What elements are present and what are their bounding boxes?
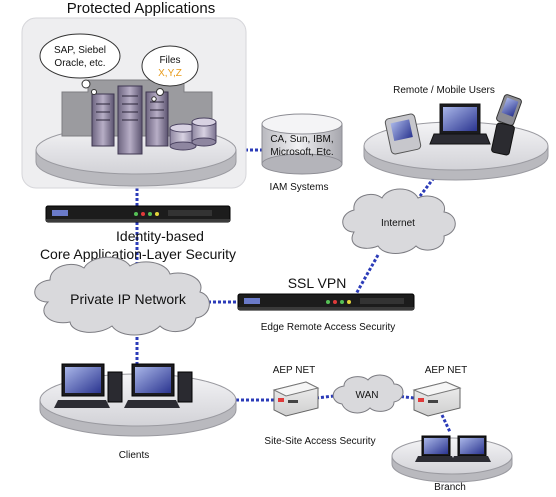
branch-label: Branch — [434, 482, 466, 493]
aep-net-right: AEP NET — [412, 365, 468, 417]
database-icon — [169, 117, 217, 151]
files-bubble: Files X,Y,Z — [141, 45, 199, 102]
aep-net-left: AEP NET — [272, 365, 320, 417]
sap-bubble: SAP, Siebel Oracle, etc. — [39, 33, 121, 95]
link-aep-to-wan — [315, 394, 335, 400]
laptop-icon — [429, 103, 491, 145]
ssl-vpn-group: SSL VPN Edge Remote Access Security — [237, 275, 415, 333]
sap-bubble-line1: SAP, Siebel — [54, 45, 106, 56]
router-icon — [272, 381, 320, 417]
branch-group: Branch — [391, 435, 513, 493]
files-bubble-title: Files — [159, 55, 180, 66]
network-appliance-icon — [237, 293, 415, 311]
iam-systems-label: IAM Systems — [270, 182, 329, 193]
protected-applications-group: Protected Applications — [21, 0, 247, 189]
network-appliance-icon — [45, 205, 231, 223]
identity-label-line1: Identity-based — [116, 228, 204, 244]
clients-group: Clients — [39, 363, 237, 461]
private-ip-cloud: Private IP Network — [34, 256, 210, 336]
wan-cloud-shape — [332, 374, 404, 414]
aep-net-left-label: AEP NET — [273, 365, 316, 376]
iam-systems-group: CA, Sun, IBM, Microsoft, Etc. IAM System… — [261, 113, 343, 193]
iam-cylinder-line2: Microsoft, Etc. — [270, 147, 333, 158]
sap-bubble-line2: Oracle, etc. — [54, 58, 105, 69]
internet-cloud-shape — [342, 188, 456, 254]
remote-users-label: Remote / Mobile Users — [393, 85, 495, 96]
files-bubble-xyz: X,Y,Z — [158, 68, 182, 79]
core-security-appliance: Identity-based Core Application-Layer Se… — [40, 205, 236, 262]
internet-label: Internet — [381, 218, 415, 229]
remote-users-group: Remote / Mobile Users — [363, 85, 549, 181]
private-cloud-shape — [34, 256, 210, 336]
desktop-computer-icon — [451, 435, 491, 462]
internet-cloud: Internet — [342, 188, 456, 254]
protected-apps-title: Protected Applications — [67, 0, 215, 17]
private-ip-label: Private IP Network — [70, 291, 187, 307]
router-icon — [412, 381, 462, 417]
ssl-vpn-label: SSL VPN — [288, 275, 347, 291]
link-wan-to-aep — [395, 394, 415, 400]
iam-cylinder-line1: CA, Sun, IBM, — [270, 134, 333, 145]
database-icon — [261, 113, 343, 135]
wan-label: WAN — [356, 390, 379, 401]
desktop-computer-icon — [54, 363, 123, 408]
edge-remote-label: Edge Remote Access Security — [261, 322, 396, 333]
identity-label-line2: Core Application-Layer Security — [40, 246, 236, 262]
pda-icon — [384, 113, 422, 155]
wan-cloud: WAN — [332, 374, 404, 414]
clients-label: Clients — [119, 450, 150, 461]
link-aep-to-branch — [440, 414, 452, 433]
flip-phone-icon — [491, 94, 522, 156]
desktop-computer-icon — [415, 435, 455, 462]
link-internet-to-vpn — [354, 254, 380, 295]
server-cluster-icon — [91, 85, 169, 155]
site-site-label: Site-Site Access Security — [264, 436, 375, 447]
desktop-computer-icon — [124, 363, 193, 408]
aep-net-right-label: AEP NET — [425, 365, 468, 376]
iam-cylinder-base — [261, 153, 343, 175]
